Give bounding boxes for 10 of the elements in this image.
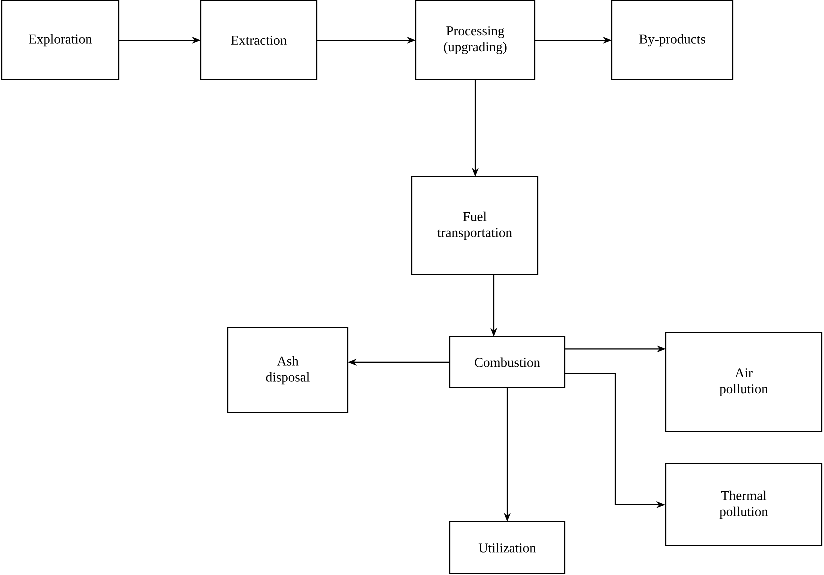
process-box: Thermal pollution (665, 463, 823, 547)
process-box: Exploration (1, 0, 120, 81)
process-box: Processing (upgrading) (415, 0, 536, 81)
process-box: By-products (611, 0, 734, 81)
process-box: Utilization (449, 521, 566, 575)
process-box: Combustion (449, 336, 566, 389)
process-box: Ash disposal (227, 327, 349, 414)
process-box: Air pollution (665, 332, 823, 433)
process-box: Extraction (200, 0, 318, 81)
process-box: Fuel transportation (411, 176, 539, 276)
